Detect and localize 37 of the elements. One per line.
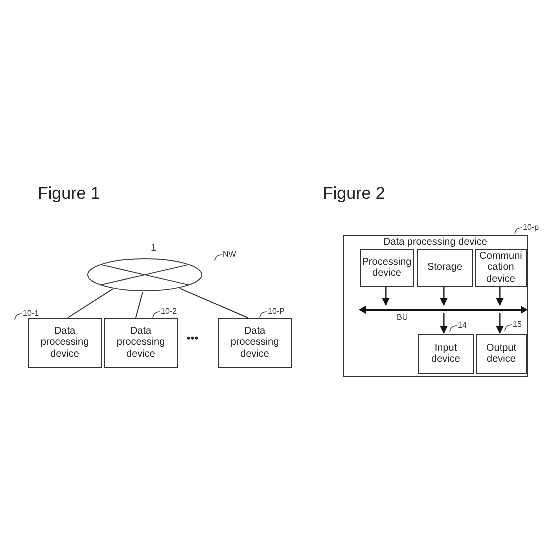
- device-box: [218, 318, 292, 368]
- figure-title: Figure 2: [323, 185, 386, 202]
- device-box: [476, 334, 527, 374]
- box-label: Data processing device: [230, 326, 280, 360]
- reference-number: 10-2: [161, 308, 178, 316]
- figure-title: Figure 1: [38, 185, 100, 202]
- reference-number: BU: [397, 314, 408, 322]
- box-label: Processing device: [361, 256, 413, 280]
- ellipsis-mark: •••: [187, 334, 199, 345]
- reference-number: 15: [513, 321, 522, 329]
- box-label: Communi cation device: [478, 250, 524, 286]
- reference-number: 10-1: [23, 310, 40, 318]
- device-box: [104, 318, 178, 368]
- arrow: [496, 313, 504, 334]
- connection-line: [68, 288, 114, 318]
- device-frame: [343, 235, 528, 377]
- connection-line: [180, 288, 248, 318]
- connection-line: [136, 292, 144, 318]
- box-label: Data processing device: [116, 326, 166, 360]
- reference-number: 14: [458, 322, 467, 330]
- device-box: [417, 249, 473, 287]
- reference-number: 1: [151, 244, 157, 254]
- arrow: [440, 313, 448, 334]
- reference-number: 10-p: [523, 224, 540, 232]
- reference-number: 10-P: [268, 308, 285, 316]
- box-label: Input device: [430, 342, 462, 366]
- arrow: [496, 286, 504, 306]
- box-label: Output device: [485, 342, 518, 366]
- arrow: [382, 286, 390, 306]
- box-label: Storage: [426, 262, 464, 274]
- reference-number: NW: [223, 251, 236, 259]
- arrow: [440, 286, 448, 306]
- device-box: [28, 318, 102, 368]
- device-box: [360, 249, 414, 287]
- frame-title: Data processing device: [382, 237, 488, 248]
- device-box: [418, 334, 474, 374]
- box-label: Data processing device: [40, 326, 90, 360]
